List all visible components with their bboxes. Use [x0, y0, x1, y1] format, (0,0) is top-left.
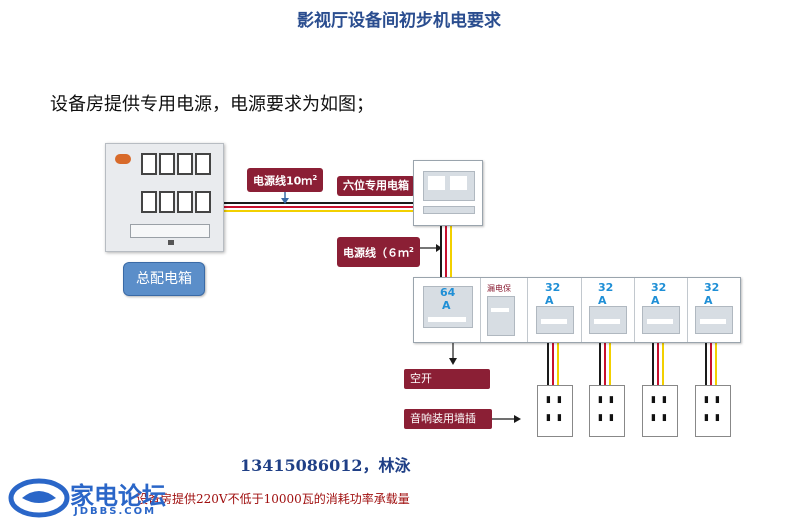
branch-breaker-1: 32 A [529, 278, 582, 342]
page-title: 影视厅设备间初步机电要求 [297, 11, 501, 31]
wall-socket-4: ▮▮ ▮▮ [695, 385, 731, 437]
dedicated-panel [413, 160, 483, 226]
brand-badge-icon [115, 154, 131, 164]
kongkai-label: 空开 [404, 369, 490, 389]
wall-socket-1: ▮▮ ▮▮ [537, 385, 573, 437]
branch-wires [547, 341, 717, 385]
watermark-logo[interactable]: 家电论坛 JDBBS.COM [8, 474, 198, 524]
main-box-label: 总配电箱 [123, 262, 205, 296]
socket-label: 音响装用墙插 [404, 409, 492, 429]
cable1-label: 电源线10ｍ2 [247, 168, 324, 192]
branch-breaker-3: 32 A [635, 278, 688, 342]
cable2-label: 电源线（６ｍ2 [337, 237, 420, 267]
main-breaker: 64 A [414, 278, 481, 342]
logo-swoosh-icon [8, 478, 70, 518]
intro-text: 设备房提供专用电源，电源要求为如图； [50, 94, 374, 115]
riser-wires [440, 224, 452, 277]
main-distribution-box [105, 143, 224, 252]
branch-breaker-4: 32 A [688, 278, 740, 342]
branch-breaker-2: 32 A [582, 278, 635, 342]
contact-phone: 13415086012，林泳 [240, 456, 411, 475]
main-feed-wires [222, 202, 413, 212]
power-note: 设备房提供220V不低于10000瓦的消耗功率承载量 [136, 492, 410, 506]
breaker-row: 64 A 漏电保 32 A 32 A 32 A 32 A [413, 277, 741, 343]
panel-label: 六位专用电箱 [337, 176, 415, 196]
wall-socket-3: ▮▮ ▮▮ [642, 385, 678, 437]
wall-socket-2: ▮▮ ▮▮ [589, 385, 625, 437]
leakage-breaker: 漏电保 [481, 278, 528, 342]
meter-row-bottom [141, 191, 211, 213]
meter-row-top [141, 153, 211, 175]
